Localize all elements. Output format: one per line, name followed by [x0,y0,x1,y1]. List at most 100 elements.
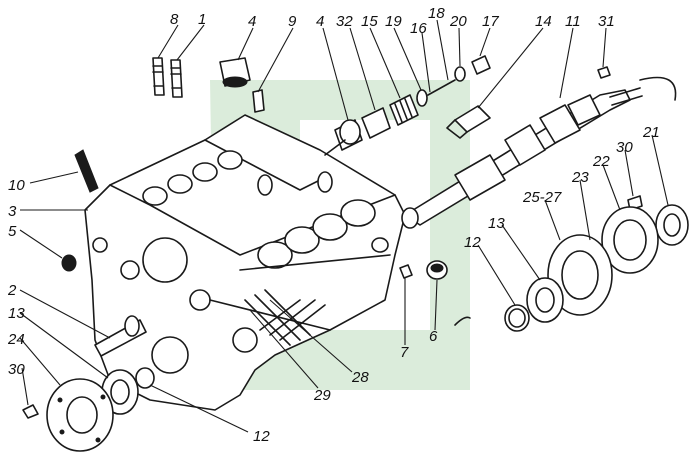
part-22-flange-inner [613,219,647,261]
camshaft-journal-1 [454,154,506,201]
label-29: 29 [313,387,331,404]
leader-17 [479,27,491,57]
label-31: 31 [598,13,615,30]
label-5: 5 [8,223,17,240]
leader-1 [176,24,205,61]
part-4-nut [339,119,361,145]
part-4-cap-base [222,76,248,88]
leader-21 [651,134,669,206]
block-bore-front-large [142,237,188,283]
part-24-hole-2 [59,429,65,435]
part-19-washer [416,89,428,107]
label-30a: 30 [8,361,25,378]
part-20-ring [454,66,466,82]
leader-20 [458,27,461,67]
label-25-27: 25-27 [522,189,562,206]
leader-29 [249,309,319,389]
leader-18 [436,19,449,81]
leader-13b [501,224,541,281]
leader-13a [19,312,109,379]
camshaft-lobe-2 [539,104,581,144]
label-7: 7 [400,344,409,361]
rear-bearing-stack [454,76,689,332]
leader-lines [19,19,669,433]
part-14-threads [446,119,468,139]
label-18: 18 [428,5,445,22]
label-3: 3 [8,203,17,220]
cylinder-bore-8 [142,186,168,206]
label-21: 21 [642,124,660,141]
leader-23 [579,179,591,241]
leader-25-27 [544,199,561,241]
part-24-hole-1 [57,397,63,403]
part-1-threads [170,67,182,89]
cylinder-bore-3 [312,213,348,241]
part-24-hole-3 [95,437,101,443]
label-19: 19 [385,13,402,30]
leader-9 [257,27,294,93]
camshaft-journal-2 [567,94,601,126]
side-hole-1 [257,174,273,196]
label-11: 11 [565,13,581,30]
label-2: 2 [7,282,17,299]
part-4-stem [324,139,346,156]
leader-28 [269,299,353,373]
label-24: 24 [7,331,25,348]
leader-12a [149,384,249,433]
part-30-bolt-left [22,404,39,419]
part-31-key [597,66,611,79]
cylinder-bore-7 [167,174,193,194]
stack-guide-arc-top [639,76,677,101]
part-5-plug [61,254,77,272]
block-bore-front-small [120,260,140,280]
part-23-housing-inner [561,250,599,300]
label-12b: 12 [464,234,481,251]
part-16-rod [427,79,456,96]
leader-14 [477,27,544,109]
part-12-ring-right-inner [508,308,526,328]
label-22: 22 [592,153,610,170]
camshaft-rear-stub [609,87,643,106]
leader-16 [421,32,431,93]
leader-10 [29,171,79,184]
leader-22 [602,164,621,211]
part-12-ring-left [135,367,155,389]
stack-guide-arc-bottom [454,316,471,326]
leader-4b [322,27,349,121]
leader-11 [559,27,574,99]
leader-6 [434,279,438,331]
label-30b: 30 [616,139,633,156]
leader-8 [157,24,179,59]
front-bearing-stack [22,315,155,452]
label-23: 23 [571,169,589,186]
part-6-cap-inner [430,263,444,273]
side-hole-2 [317,171,333,193]
label-17: 17 [482,13,499,30]
leader-32 [349,27,376,111]
leader-4a [237,27,254,61]
pump-assembly [324,55,491,156]
block-skirt [209,254,391,331]
cylinder-bore-4 [340,199,376,227]
label-9: 9 [288,13,297,30]
part-32-sleeve [361,107,391,139]
part-21-bearing-inner [663,213,681,237]
part-12-ring-right [504,304,530,332]
label-20: 20 [449,13,467,30]
part-15-coils [394,98,413,123]
label-6: 6 [429,328,438,345]
part-labels: 8 1 4 9 4 32 15 19 16 18 20 17 14 11 31 … [7,5,660,445]
block-bore-side [232,327,258,353]
block-bore-lower [151,336,189,374]
leader-2 [19,289,111,339]
cylinder-bore-1 [257,241,293,269]
side-hole-3 [371,237,389,253]
part-9-pin [252,89,265,113]
label-8: 8 [170,11,179,28]
leader-30b [624,149,634,197]
label-12a: 12 [253,428,270,445]
leader-19 [393,27,422,91]
label-28: 28 [351,369,369,386]
